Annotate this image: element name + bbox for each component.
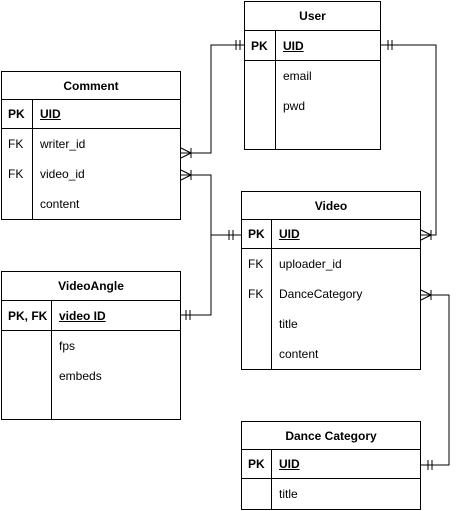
entity-title: Video	[242, 192, 420, 221]
attribute: fps	[59, 339, 76, 353]
key-label	[245, 61, 275, 91]
key-label	[242, 479, 271, 509]
pk-attribute: UID	[279, 227, 300, 241]
relationship-dancecategory-video	[421, 294, 450, 466]
relationship-user-comment	[181, 44, 244, 154]
key-label: PK	[2, 100, 33, 128]
key-label	[2, 361, 51, 391]
entity-title: User	[245, 2, 380, 31]
attribute: title	[279, 317, 298, 331]
primary-key-row: PK UID	[245, 31, 380, 61]
key-label: FK	[8, 167, 24, 181]
key-label: PK	[242, 220, 272, 248]
many-marker	[420, 289, 432, 301]
key-label: PK, FK	[2, 301, 52, 330]
attribute: video_id	[40, 167, 85, 181]
entity-video[interactable]: Video PK UID FK FK uploader_id DanceCate…	[241, 191, 421, 370]
pk-attribute: UID	[283, 38, 304, 53]
attribute: pwd	[283, 99, 306, 113]
many-marker	[180, 147, 192, 159]
entity-title: VideoAngle	[2, 272, 180, 301]
attribute: DanceCategory	[279, 287, 363, 301]
entity-dance-category[interactable]: Dance Category PK UID title	[241, 421, 421, 510]
relationship-video-comment	[181, 174, 241, 236]
pk-attribute: video ID	[59, 308, 106, 323]
primary-key-row: PK UID	[242, 220, 420, 249]
key-label: PK	[245, 31, 276, 60]
entity-video-angle[interactable]: VideoAngle PK, FK video ID fps embeds	[1, 271, 181, 420]
entity-title: Comment	[2, 72, 180, 101]
entity-user[interactable]: User PK UID email pwd	[244, 1, 381, 150]
attribute: uploader_id	[279, 257, 342, 271]
key-label: FK	[248, 257, 264, 271]
many-marker	[420, 229, 432, 241]
key-label: FK	[8, 137, 24, 151]
attribute: content	[40, 197, 80, 211]
key-label	[2, 189, 32, 219]
relationship-video-videoangle	[181, 235, 212, 316]
entity-title: Dance Category	[242, 422, 420, 451]
key-label	[245, 91, 275, 121]
key-label: FK	[248, 287, 264, 301]
entity-comment[interactable]: Comment PK UID FK FK writer_id video_id …	[1, 71, 181, 220]
primary-key-row: PK, FK video ID	[2, 301, 180, 331]
attribute: writer_id	[40, 137, 86, 151]
attribute: content	[279, 347, 319, 361]
attribute: email	[283, 69, 312, 83]
attribute: embeds	[59, 369, 102, 383]
many-marker	[180, 169, 192, 181]
pk-attribute: UID	[40, 107, 61, 121]
attribute: title	[279, 487, 298, 501]
key-label	[242, 309, 271, 339]
key-label	[2, 331, 51, 361]
pk-attribute: UID	[279, 457, 300, 471]
key-label: PK	[242, 450, 272, 478]
primary-key-row: PK UID	[2, 100, 180, 129]
key-label	[242, 339, 271, 369]
primary-key-row: PK UID	[242, 450, 420, 479]
